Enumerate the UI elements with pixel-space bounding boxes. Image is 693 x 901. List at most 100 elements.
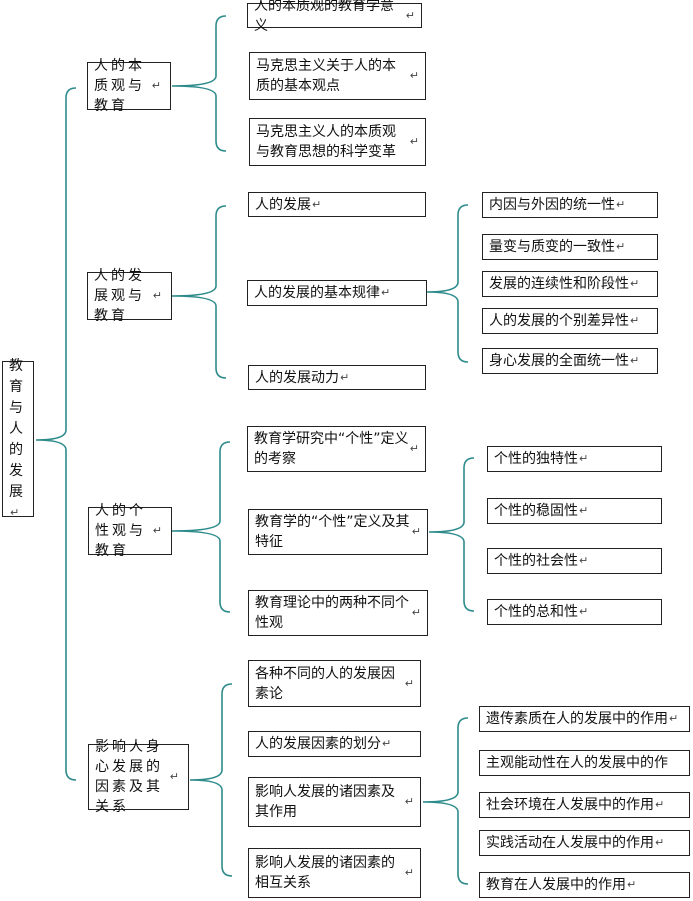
section-node: 影响人身心发展的因素及其关系 ↵ <box>88 739 189 815</box>
paragraph-mark-icon: ↵ <box>409 135 419 148</box>
section-node: 人的个性观与教育 ↵ <box>88 503 172 559</box>
detail-node: 内因与外因的统一性↵ <box>482 192 658 218</box>
section-4-brace <box>189 683 233 877</box>
paragraph-mark-icon: ↵ <box>630 277 640 290</box>
paragraph-mark-icon: ↵ <box>151 79 164 92</box>
paragraph-mark-icon: ↵ <box>579 605 589 618</box>
detail-label: 内因与外因的统一性 <box>489 197 615 213</box>
detail-label: 发展的连续性和阶段性 <box>489 276 629 292</box>
section-label: 人的个性观与教育 <box>95 503 146 559</box>
subtopic-node: 教育理论中的两种不同个性观↵ <box>248 590 428 636</box>
subtopic-label: 教育学研究中“个性”定义的考察 <box>254 431 409 467</box>
paragraph-mark-icon: ↵ <box>579 452 589 465</box>
subtopic-label: 教育学的“个性”定义及其特征 <box>255 514 410 550</box>
detail-label: 个性的独特性 <box>494 451 578 467</box>
paragraph-mark-icon: ↵ <box>655 836 665 849</box>
subtopic-label: 人的发展动力 <box>255 369 339 386</box>
detail-label: 个性的稳固性 <box>494 503 578 519</box>
paragraph-mark-icon: ↵ <box>152 524 165 537</box>
detail-label: 人的发展的个别差异性 <box>489 313 629 329</box>
detail-node: 个性的总和性↵ <box>487 599 662 625</box>
paragraph-mark-icon: ↵ <box>10 505 20 519</box>
paragraph-mark-icon: ↵ <box>579 504 589 517</box>
paragraph-mark-icon: ↵ <box>404 676 414 690</box>
paragraph-mark-icon: ↵ <box>655 798 665 811</box>
section-label: 人的本质观与教育 <box>94 58 145 114</box>
root-node: 教育与人的发展 ↵ <box>2 358 34 519</box>
root-brace <box>35 87 77 781</box>
subtopic-label: 人的本质观的教育学意义 <box>254 0 394 34</box>
paragraph-mark-icon: ↵ <box>404 866 414 879</box>
detail-node: 主观能动性在人的发展中的作 <box>479 750 690 776</box>
detail-node: 身心发展的全面统一性↵ <box>482 348 658 374</box>
section-1-brace <box>171 15 227 152</box>
detail-node: 社会环境在人发展中的作用↵ <box>479 792 690 818</box>
paragraph-mark-icon: ↵ <box>579 554 589 567</box>
detail-label: 身心发展的全面统一性 <box>489 353 629 369</box>
subtopic-label: 影响人发展的诸因素的相互关系 <box>255 855 395 891</box>
subtopic-label: 人的发展因素的划分 <box>255 736 381 752</box>
subtopic-label: 马克思主义人的本质观与教育思想的科学变革 <box>256 124 396 160</box>
factor-effects-brace <box>422 717 469 885</box>
subtopic-node: 人的发展因素的划分↵ <box>248 731 421 757</box>
development-law-brace <box>426 204 469 363</box>
paragraph-mark-icon: ↵ <box>411 606 421 619</box>
detail-node: 教育在人发展中的作用↵ <box>479 872 690 898</box>
paragraph-mark-icon: ↵ <box>409 69 419 82</box>
paragraph-mark-icon: ↵ <box>669 712 679 725</box>
paragraph-mark-icon: ↵ <box>152 289 165 302</box>
subtopic-label: 影响人发展的诸因素及其作用 <box>255 784 395 820</box>
subtopic-label: 人的发展的基本规律 <box>254 285 380 301</box>
detail-label: 实践活动在人发展中的作用 <box>486 835 654 851</box>
section-label: 人的发展观与教育 <box>94 268 145 324</box>
paragraph-mark-icon: ↵ <box>169 770 182 783</box>
subtopic-node: 人的发展动力↵ <box>248 365 426 390</box>
personality-definition-brace <box>428 457 475 612</box>
detail-node: 人的发展的个别差异性↵ <box>482 308 658 334</box>
subtopic-node: 人的本质观的教育学意义 ↵ <box>247 0 422 34</box>
detail-label: 遗传素质在人的发展中的作用 <box>486 711 668 727</box>
subtopic-node: 人的发展的基本规律↵ <box>247 280 427 306</box>
paragraph-mark-icon: ↵ <box>340 370 350 384</box>
subtopic-node: 各种不同的人的发展因素论 ↵ <box>248 660 421 707</box>
detail-node: 个性的独特性↵ <box>487 446 662 472</box>
detail-node: 量变与质变的一致性↵ <box>482 234 658 260</box>
subtopic-node: 教育学的“个性”定义及其特征↵ <box>248 509 428 555</box>
detail-label: 个性的总和性 <box>494 604 578 620</box>
section-label: 影响人身心发展的因素及其关系 <box>95 739 163 815</box>
detail-node: 个性的社会性↵ <box>487 548 662 574</box>
subtopic-node: 教育学研究中“个性”定义的考察↵ <box>247 426 426 472</box>
subtopic-node: 影响人发展的诸因素的相互关系 ↵ <box>248 848 421 898</box>
subtopic-node: 马克思主义人的本质观与教育思想的科学变革 ↵ <box>249 118 426 166</box>
subtopic-label: 马克思主义关于人的本质的基本观点 <box>256 58 396 94</box>
paragraph-mark-icon: ↵ <box>411 525 421 538</box>
detail-label: 社会环境在人发展中的作用 <box>486 797 654 813</box>
paragraph-mark-icon: ↵ <box>405 8 415 22</box>
detail-label: 个性的社会性 <box>494 553 578 569</box>
subtopic-label: 各种不同的人的发展因素论 <box>255 665 395 702</box>
paragraph-mark-icon: ↵ <box>404 795 414 808</box>
section-node: 人的本质观与教育 ↵ <box>87 58 171 114</box>
paragraph-mark-icon: ↵ <box>312 197 322 211</box>
section-3-brace <box>171 441 231 613</box>
section-node: 人的发展观与教育 ↵ <box>87 268 172 324</box>
paragraph-mark-icon: ↵ <box>616 198 626 211</box>
paragraph-mark-icon: ↵ <box>630 314 640 327</box>
subtopic-node: 人的发展↵ <box>248 192 426 217</box>
subtopic-label: 人的发展 <box>255 196 311 213</box>
section-2-brace <box>171 205 227 379</box>
detail-node: 实践活动在人发展中的作用↵ <box>479 830 690 856</box>
paragraph-mark-icon: ↵ <box>381 286 391 299</box>
paragraph-mark-icon: ↵ <box>409 442 419 455</box>
subtopic-node: 马克思主义关于人的本质的基本观点 ↵ <box>249 52 426 100</box>
paragraph-mark-icon: ↵ <box>616 240 626 253</box>
subtopic-label: 教育理论中的两种不同个性观 <box>255 595 409 631</box>
subtopic-node: 影响人发展的诸因素及其作用 ↵ <box>248 777 421 827</box>
root-label: 教育与人的发展 <box>9 357 23 500</box>
detail-node: 遗传素质在人的发展中的作用↵ <box>479 706 690 732</box>
paragraph-mark-icon: ↵ <box>627 878 637 891</box>
paragraph-mark-icon: ↵ <box>382 737 392 750</box>
detail-label: 量变与质变的一致性 <box>489 239 615 255</box>
detail-label: 教育在人发展中的作用 <box>486 877 626 893</box>
